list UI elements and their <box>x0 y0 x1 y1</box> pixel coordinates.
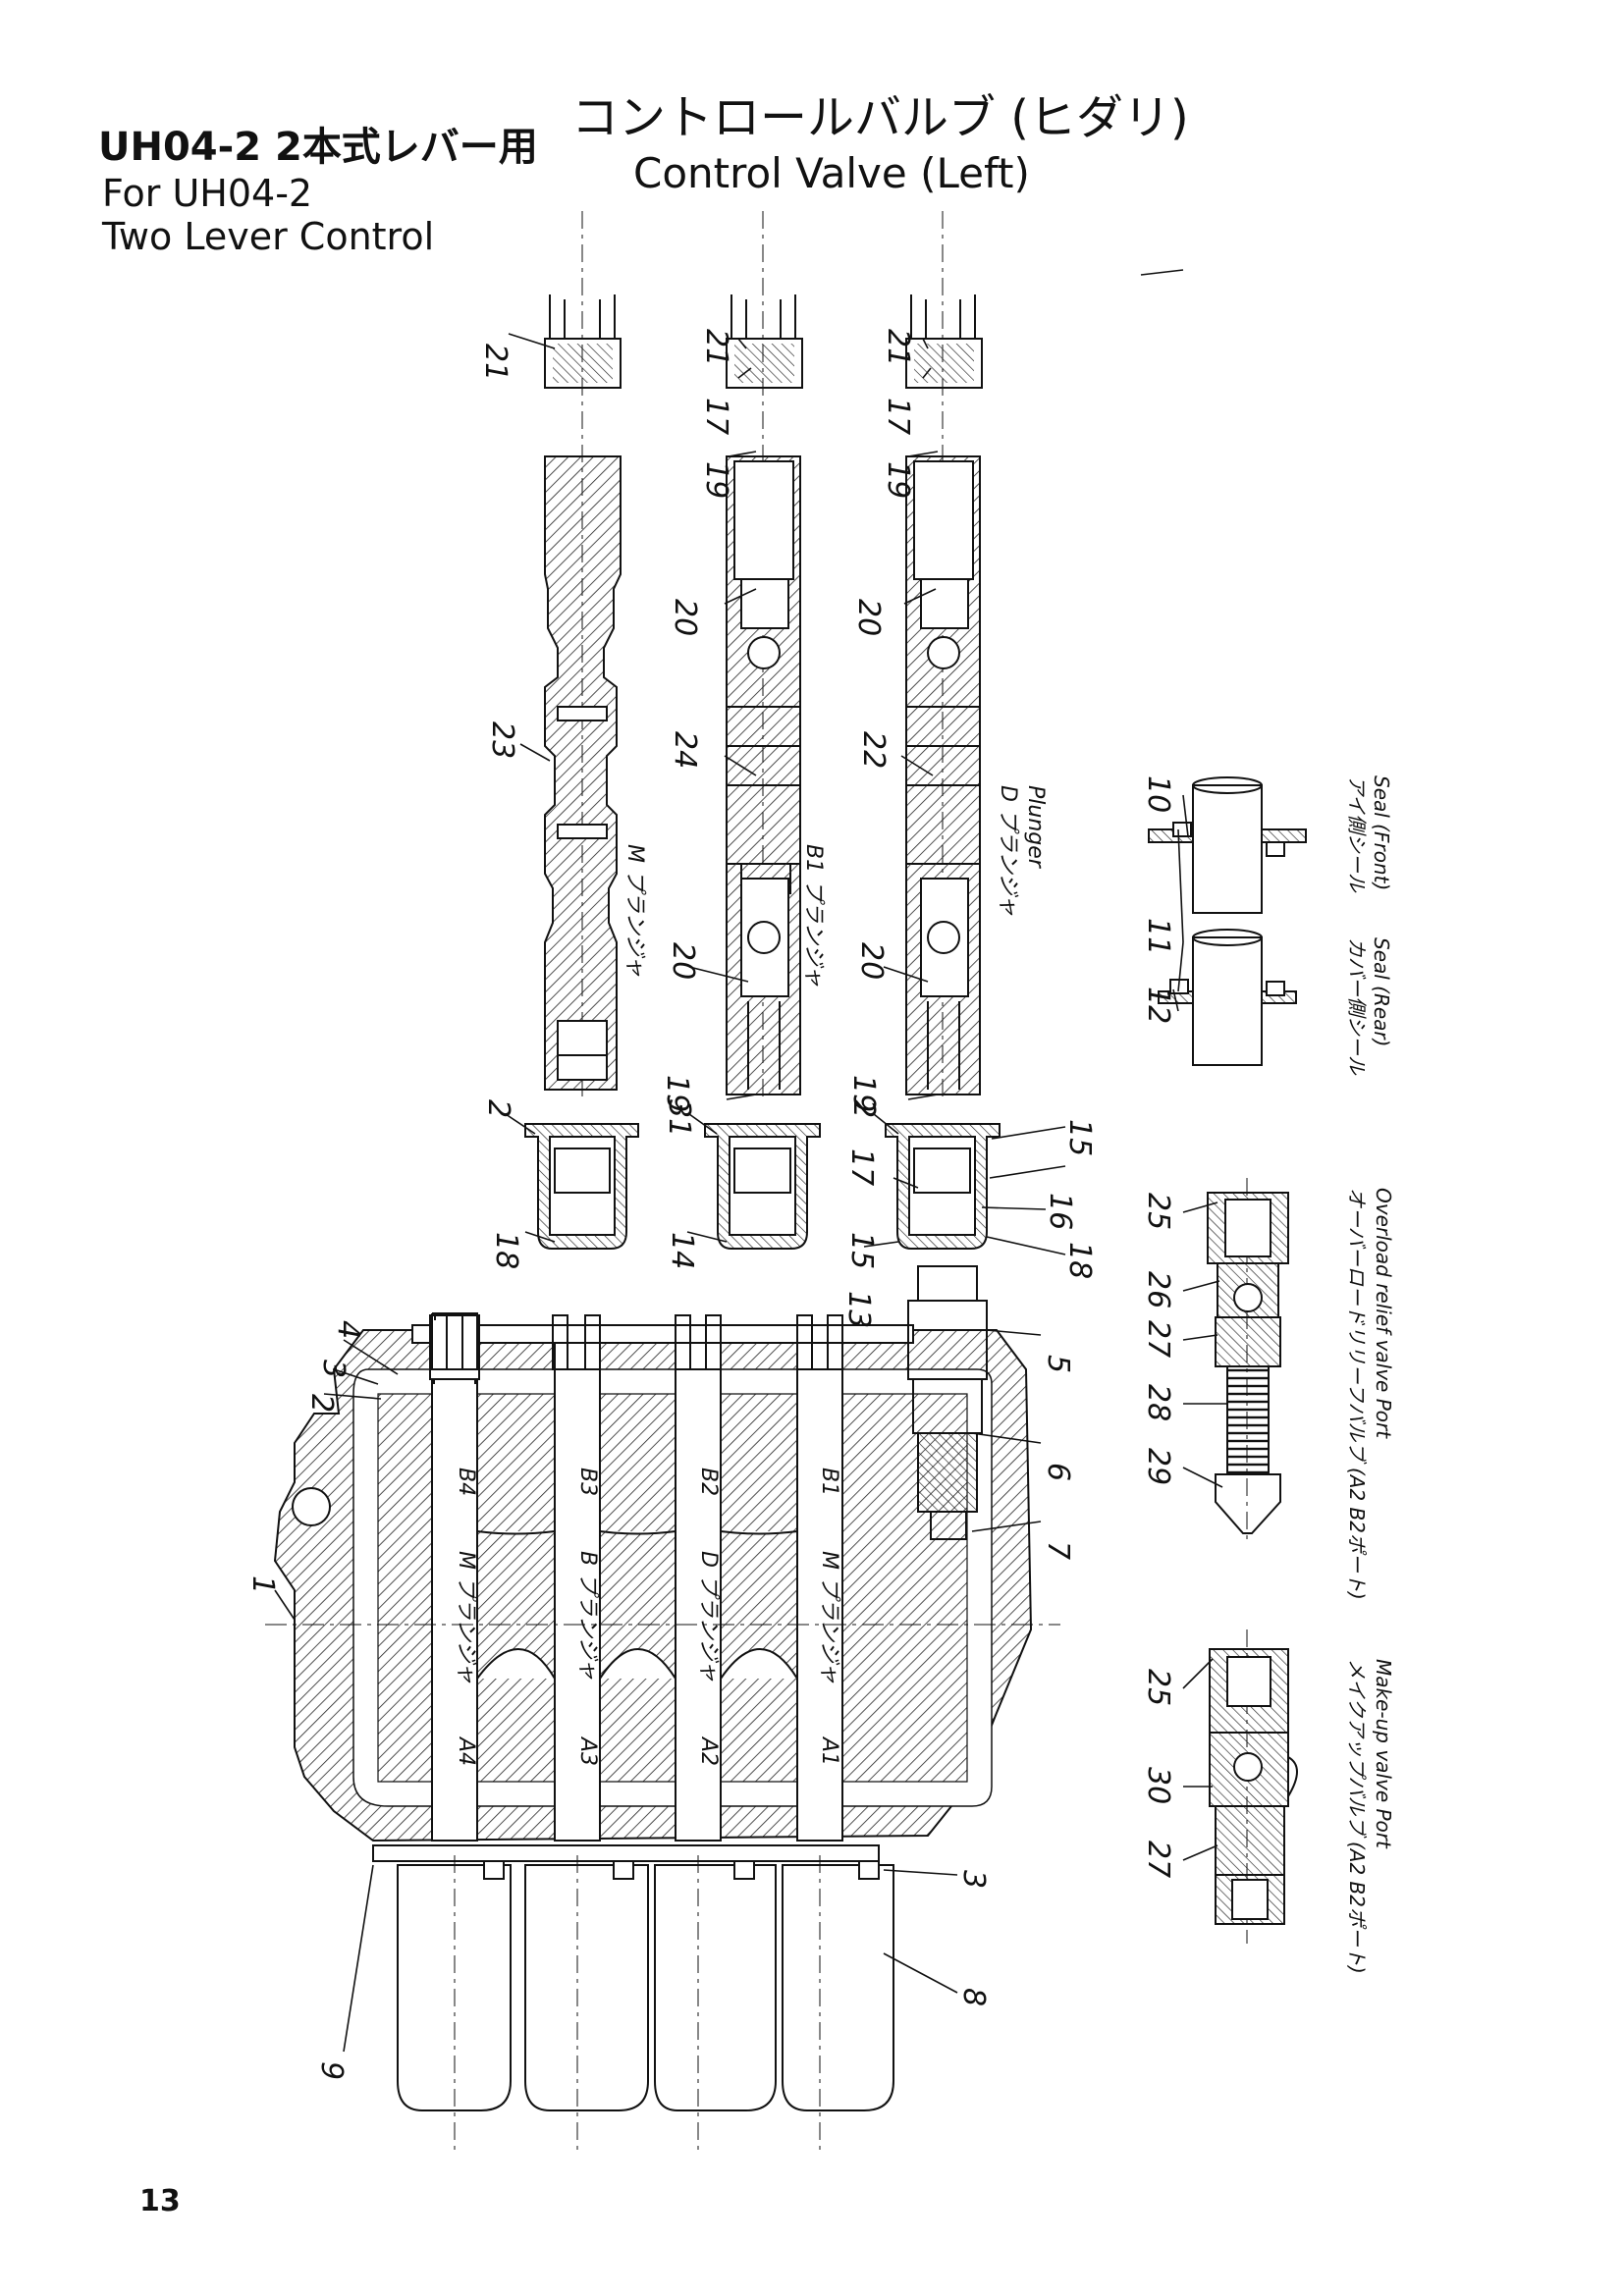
model-label-jp: UH04-2 2本式レバー用 <box>98 125 538 170</box>
callout-27-a: 27 <box>1141 1320 1175 1358</box>
callout-22: 22 <box>856 731 891 769</box>
port-b3: B3 <box>575 1468 600 1496</box>
callout-20-a: 20 <box>668 599 702 636</box>
valve-body <box>265 1324 1060 1862</box>
seal-front-en: Seal (Front) <box>1370 775 1393 890</box>
seal-front-jp: アイ側シール <box>1345 775 1369 893</box>
make-up-valve-detail <box>1209 1629 1298 1944</box>
callout-10: 10 <box>1141 775 1175 813</box>
m-plunger-assembly <box>544 211 622 1099</box>
seal-rear-jp: カバー側シール <box>1345 937 1369 1076</box>
callout-24: 24 <box>668 731 702 769</box>
callout-2-b: 2 <box>846 1099 881 1118</box>
callout-18-b: 18 <box>489 1232 523 1269</box>
plunger-labels: M プランジャ B1 プランジャ D プランジャ Plunger <box>622 785 1048 987</box>
callout-31: 31 <box>662 1099 696 1137</box>
port-a2: A2 <box>696 1735 721 1766</box>
callout-12: 12 <box>1141 987 1175 1024</box>
b1-plunger-assembly <box>726 211 803 1099</box>
callout-1: 1 <box>245 1575 280 1594</box>
port-b1: B1 <box>817 1468 841 1496</box>
callout-13: 13 <box>841 1291 876 1328</box>
plunger-en-label: Plunger <box>1023 785 1048 870</box>
port-b4: B4 <box>454 1468 478 1496</box>
callout-3-b: 3 <box>956 1870 991 1889</box>
callout-3-a: 3 <box>316 1360 351 1378</box>
callout-25-b: 25 <box>1141 1669 1175 1706</box>
page-number: 13 <box>139 2184 181 2218</box>
callout-20-d: 20 <box>854 942 889 980</box>
relief-valve-on-body <box>907 1265 988 1540</box>
callout-20-b: 20 <box>851 599 886 636</box>
callout-27-b: 27 <box>1141 1841 1175 1878</box>
seal-rear-en: Seal (Rear) <box>1370 937 1393 1046</box>
callout-25-a: 25 <box>1141 1193 1175 1230</box>
callout-19-b: 19 <box>881 461 915 499</box>
callout-19-c: 19 <box>660 1075 694 1112</box>
port-a4: A4 <box>454 1735 478 1766</box>
b1-plunger-label: B1 プランジャ <box>801 844 826 987</box>
callout-19-d: 19 <box>846 1075 881 1112</box>
callout-15-a: 15 <box>1062 1119 1097 1156</box>
body-plunger-label-2: B プランジャ <box>575 1551 600 1680</box>
diagram-title-jp: コントロールバルブ (ヒダリ) <box>571 90 1189 145</box>
callout-4: 4 <box>331 1320 365 1339</box>
port-b2: B2 <box>696 1468 721 1496</box>
overload-valve-en: Overload relief valve Port <box>1372 1188 1395 1439</box>
callout-17-c: 17 <box>844 1148 879 1186</box>
model-label-en: For UH04-2 <box>102 172 313 215</box>
callout-9: 9 <box>314 2061 349 2080</box>
port-a3: A3 <box>575 1735 600 1766</box>
callout-21-a: 21 <box>478 344 513 381</box>
callout-19-a: 19 <box>699 461 733 499</box>
plunger-stems <box>429 1312 843 1384</box>
port-a1: A1 <box>817 1735 841 1766</box>
callout-21-c: 21 <box>881 329 915 366</box>
d-plunger-assembly <box>905 211 983 1099</box>
callout-21-b: 21 <box>699 329 733 366</box>
m-plunger-label: M プランジャ <box>622 844 647 977</box>
callout-29: 29 <box>1141 1448 1175 1485</box>
diagram-title-en: Control Valve (Left) <box>633 149 1030 197</box>
bottom-covers <box>397 1855 894 2155</box>
callout-numbers: 21 21 17 21 17 19 19 20 20 23 24 22 20 2… <box>245 329 1175 2080</box>
callout-5: 5 <box>1041 1355 1075 1373</box>
valve-labels: オーバーロードリリーフバルブ (A2 B2ポート) Overload relie… <box>1345 1188 1395 1974</box>
overload-relief-valve-detail <box>1207 1178 1289 1541</box>
callout-7: 7 <box>1041 1541 1075 1560</box>
callout-18-a: 18 <box>1062 1242 1097 1279</box>
body-plunger-label-4: M プランジャ <box>817 1551 841 1683</box>
callout-26: 26 <box>1141 1271 1175 1308</box>
callout-6: 6 <box>1041 1463 1075 1481</box>
makeup-valve-jp: メイクアップバルブ (A2 B2ポート) <box>1345 1659 1369 1974</box>
overload-valve-jp: オーバーロードリリーフバルブ (A2 B2ポート) <box>1345 1188 1369 1600</box>
callout-11: 11 <box>1141 918 1175 955</box>
callout-17-a: 17 <box>699 398 733 435</box>
callout-30: 30 <box>1141 1767 1175 1804</box>
end-caps <box>524 1123 1001 1250</box>
seal-labels: アイ側シール Seal (Front) カバー側シール Seal (Rear) <box>1345 775 1393 1076</box>
callout-20-c: 20 <box>666 942 700 980</box>
callout-15-b: 15 <box>844 1232 879 1269</box>
callout-23: 23 <box>485 721 519 759</box>
callout-28: 28 <box>1141 1384 1175 1421</box>
d-plunger-label: D プランジャ <box>996 785 1020 916</box>
body-plunger-label-3: D プランジャ <box>696 1551 721 1682</box>
seal-detail <box>1148 776 1307 1066</box>
callout-16: 16 <box>1043 1193 1077 1230</box>
callout-2-a: 2 <box>481 1099 515 1118</box>
callout-2-c: 2 <box>304 1394 339 1413</box>
body-port-labels: B4 B3 B2 B1 M プランジャ B プランジャ D プランジャ M プラ… <box>454 1468 841 1766</box>
body-plunger-label-1: M プランジャ <box>454 1551 478 1683</box>
makeup-valve-en: Make-up valve Port <box>1372 1659 1395 1849</box>
leader-lines <box>274 269 1227 2053</box>
callout-8: 8 <box>956 1988 991 2006</box>
callout-17-b: 17 <box>881 398 915 435</box>
lever-control-label: Two Lever Control <box>102 215 435 258</box>
callout-14: 14 <box>665 1232 699 1269</box>
